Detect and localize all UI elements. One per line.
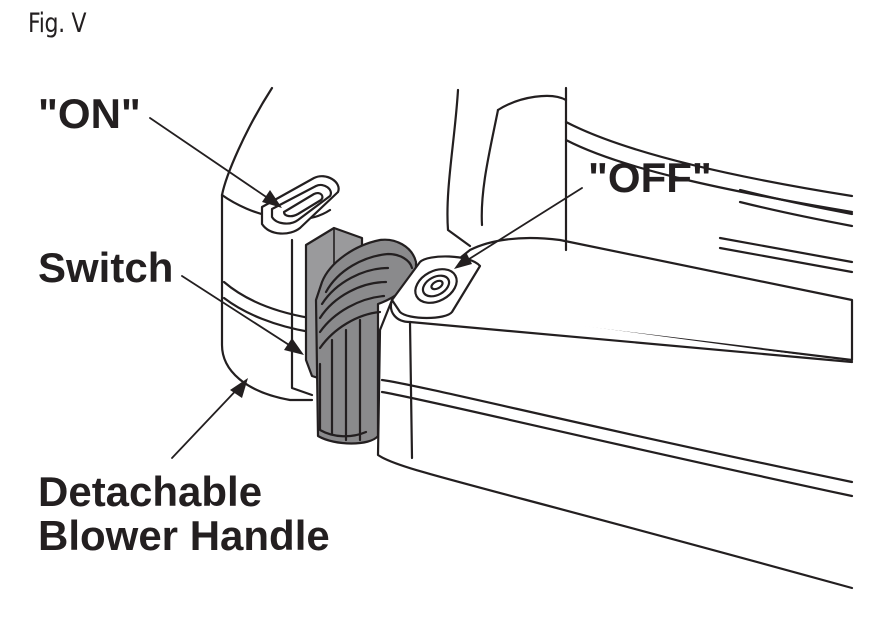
main-body-right: [398, 236, 854, 362]
off-label: "OFF": [588, 154, 712, 201]
body-seam-2: [380, 390, 854, 498]
blower-handle-label-line1: Detachable: [38, 468, 263, 515]
blower-handle: [314, 238, 418, 445]
off-button-icon: [390, 255, 482, 320]
blower-handle-label-line2: Blower Handle: [38, 512, 330, 560]
arrowheads: [230, 190, 472, 398]
handle-leader: [171, 381, 245, 459]
on-arrowhead: [262, 190, 282, 208]
handle-arrowhead: [230, 378, 248, 398]
off-leader: [457, 187, 583, 267]
switch-leader: [181, 275, 301, 353]
switch-arrowhead: [284, 338, 304, 355]
upper-housing: [446, 88, 472, 248]
body-seam-1: [380, 378, 854, 484]
housing-seam-1: [222, 280, 312, 320]
blower-handle-label: Detachable Blower Handle: [38, 468, 330, 560]
body-edge-lower: [408, 320, 414, 460]
switch-label: Switch: [38, 244, 174, 291]
on-button-icon: [260, 175, 340, 235]
on-label: "ON": [38, 90, 141, 137]
off-arrowhead: [454, 252, 472, 269]
leader-lines: [149, 117, 583, 459]
blower-housing-left: [220, 86, 314, 402]
housing-inner-wall: [290, 238, 314, 397]
on-leader: [149, 117, 279, 206]
housing-seam-2: [222, 296, 312, 334]
figure-label: Fig. V: [28, 8, 87, 39]
